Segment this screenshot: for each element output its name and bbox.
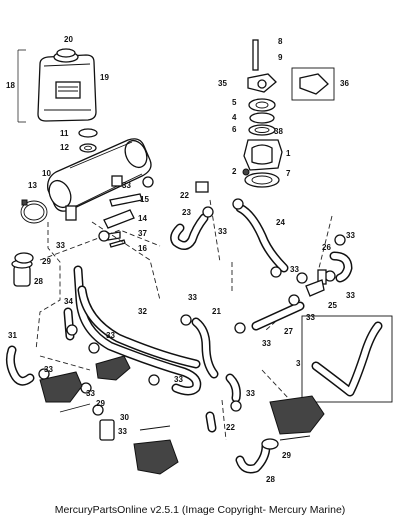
callout-22-a: 22 — [180, 191, 189, 200]
callout-34: 34 — [64, 297, 73, 306]
callout-4: 4 — [232, 113, 237, 122]
hose-lower-right[interactable] — [225, 373, 241, 403]
callout-5: 5 — [232, 98, 237, 107]
callout-29-mid: 29 — [96, 399, 105, 408]
hose-32-second[interactable] — [77, 285, 201, 369]
callout-labels: 20 19 18 8 9 35 36 5 4 6 38 1 2 7 11 12 … — [6, 35, 355, 484]
callout-33-o: 33 — [118, 427, 127, 436]
callout-32: 32 — [138, 307, 147, 316]
callout-12: 12 — [60, 143, 69, 152]
callout-33-n: 33 — [246, 389, 255, 398]
cap-gasket-11-12 — [78, 128, 98, 153]
callout-33-c: 33 — [346, 231, 355, 240]
callout-25: 25 — [328, 301, 337, 310]
hose-24[interactable] — [235, 203, 289, 273]
callout-33-g: 33 — [188, 293, 197, 302]
callout-9: 9 — [278, 53, 283, 62]
hose-clamps — [14, 176, 346, 450]
hose-28-right[interactable] — [235, 441, 271, 474]
hose-28-left[interactable] — [11, 259, 33, 287]
callout-33-h: 33 — [306, 313, 315, 322]
copyright-footer: MercuryPartsOnline v2.5.1 (Image Copyrig… — [54, 504, 346, 516]
callout-20: 20 — [64, 35, 73, 44]
hose-22-elbow[interactable] — [205, 411, 217, 433]
callout-13: 13 — [28, 181, 37, 190]
callout-33-e: 33 — [290, 265, 299, 274]
callout-3: 3 — [296, 359, 301, 368]
callout-19: 19 — [100, 73, 109, 82]
thermostat-housing[interactable] — [242, 39, 283, 188]
inset-detail-36 — [291, 67, 335, 101]
callout-24: 24 — [276, 218, 285, 227]
hose-31[interactable] — [5, 345, 35, 386]
parts-exploded-diagram: 20 19 18 8 9 35 36 5 4 6 38 1 2 7 11 12 … — [5, 35, 393, 484]
hose-clamp-13 — [20, 199, 48, 224]
callout-7: 7 — [286, 169, 291, 178]
hose-26[interactable] — [329, 251, 353, 283]
callout-33-f: 33 — [346, 291, 355, 300]
callout-18: 18 — [6, 81, 15, 90]
callout-33-d: 33 — [56, 241, 65, 250]
callout-28-right: 28 — [266, 475, 275, 484]
callout-33-k: 33 — [44, 365, 53, 374]
hose-3[interactable] — [301, 315, 393, 403]
callout-29-left: 29 — [42, 257, 51, 266]
callout-22-b: 22 — [226, 423, 235, 432]
callout-2: 2 — [232, 167, 237, 176]
callout-26: 26 — [322, 243, 331, 252]
hose-23[interactable] — [170, 213, 209, 250]
callout-1: 1 — [286, 149, 291, 158]
callout-35: 35 — [218, 79, 227, 88]
fittings — [99, 181, 327, 441]
callout-36: 36 — [340, 79, 349, 88]
callout-29-right: 29 — [282, 451, 291, 460]
engine-block-detail — [39, 355, 325, 475]
callout-33-a: 33 — [122, 181, 131, 190]
callout-30: 30 — [120, 413, 129, 422]
callout-38: 38 — [274, 127, 283, 136]
callout-27: 27 — [284, 327, 293, 336]
callout-33-l: 33 — [174, 375, 183, 384]
callout-6: 6 — [232, 125, 237, 134]
bracket-14-15 — [103, 193, 143, 241]
callout-33-i: 33 — [106, 331, 115, 340]
callout-33-m: 33 — [86, 389, 95, 398]
callout-33-b: 33 — [218, 227, 227, 236]
callout-28-left: 28 — [34, 277, 43, 286]
callout-21: 21 — [212, 307, 221, 316]
hose-21[interactable] — [191, 317, 219, 379]
heat-exchanger[interactable] — [45, 137, 152, 221]
pipe-27[interactable] — [251, 301, 305, 331]
callout-14: 14 — [138, 214, 147, 223]
callout-8: 8 — [278, 37, 283, 46]
hose-32-long[interactable] — [73, 265, 202, 396]
callout-10: 10 — [42, 169, 51, 178]
coolant-reservoir[interactable] — [37, 48, 97, 122]
callout-37: 37 — [138, 229, 147, 238]
callout-31: 31 — [8, 331, 17, 340]
callout-33-j: 33 — [262, 339, 271, 348]
callout-15: 15 — [140, 195, 149, 204]
callout-16: 16 — [138, 244, 147, 253]
callout-23: 23 — [182, 208, 191, 217]
callout-11: 11 — [60, 129, 69, 138]
